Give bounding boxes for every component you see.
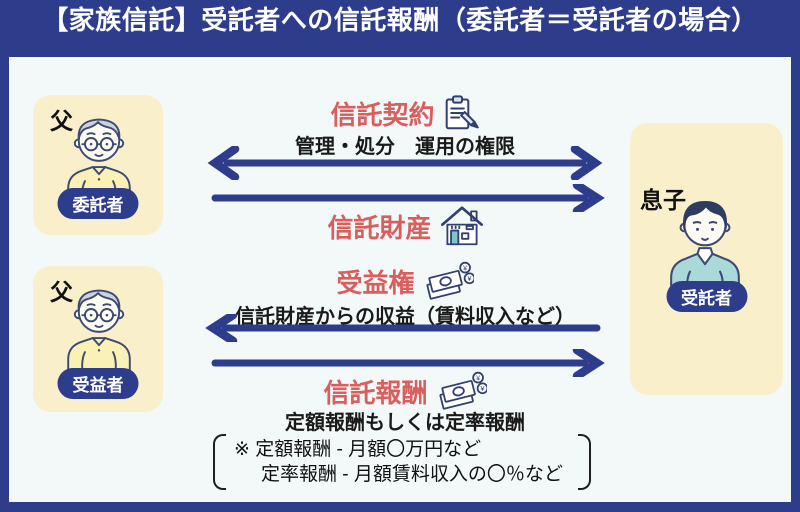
svg-text:¥: ¥ xyxy=(476,374,480,382)
trust-fee-title: 信託報酬 xyxy=(323,377,428,408)
benefit-subtitle: 信託財産からの収益（賃料収入など） xyxy=(235,306,575,328)
house-icon xyxy=(440,205,483,247)
benefit-right-heading: 受益権 ¥ ¥ xyxy=(205,261,605,301)
benefit-left-arrow xyxy=(205,314,605,342)
father-illustration-icon xyxy=(55,278,143,377)
beneficiary-person-name: 父 xyxy=(50,279,73,305)
fee-note-line2: 定率報酬 - 月額賃料収入の〇％など xyxy=(261,464,563,485)
trust-property-title: 信託財産 xyxy=(327,212,432,243)
note-bracket-right xyxy=(578,434,591,490)
trustee-role-badge: 受託者 xyxy=(666,281,747,312)
money-bills-icon: ¥ ¥ xyxy=(424,261,474,301)
beneficiary-card: 父 受益者 xyxy=(33,266,163,412)
benefit-right-title: 受益権 xyxy=(336,267,415,298)
property-right-arrow xyxy=(205,184,605,212)
beneficiary-role-badge: 受益者 xyxy=(57,368,139,399)
svg-text:¥: ¥ xyxy=(467,275,471,283)
trustee-person-name: 息子 xyxy=(640,187,686,213)
svg-text:¥: ¥ xyxy=(480,385,484,393)
page-title: 【家族信託】受託者への信託報酬（委託者＝受託者の場合） xyxy=(42,5,758,35)
document-pen-icon xyxy=(444,94,480,132)
fee-right-arrow xyxy=(205,349,605,377)
settlor-role-badge: 委託者 xyxy=(57,188,139,219)
fee-note-line1: ※ 定額報酬 - 月額〇万円など xyxy=(234,439,482,460)
fee-note: ※ 定額報酬 - 月額〇万円など 定率報酬 - 月額賃料収入の〇％など xyxy=(213,434,591,490)
trust-contract-title: 信託契約 xyxy=(330,99,435,130)
settlor-card: 父 委託者 xyxy=(33,95,163,235)
svg-text:¥: ¥ xyxy=(463,264,467,272)
fee-note-text: ※ 定額報酬 - 月額〇万円など 定率報酬 - 月額賃料収入の〇％など xyxy=(226,434,578,490)
trust-contract-heading: 信託契約 xyxy=(205,94,605,132)
trust-property-heading: 信託財産 xyxy=(205,203,605,249)
contract-subtitle: 管理・処分 運用の権限 xyxy=(295,136,515,158)
trust-fee-heading: 信託報酬 ¥ ¥ xyxy=(205,371,605,411)
settlor-person-name: 父 xyxy=(50,108,73,134)
fee-subtitle: 定額報酬もしくは定率報酬 xyxy=(285,412,525,434)
contract-double-arrow xyxy=(205,146,605,180)
note-bracket-left xyxy=(213,434,226,490)
money-bills-icon: ¥ ¥ xyxy=(437,371,487,411)
trustee-card: 息子 受託者 xyxy=(630,123,783,395)
